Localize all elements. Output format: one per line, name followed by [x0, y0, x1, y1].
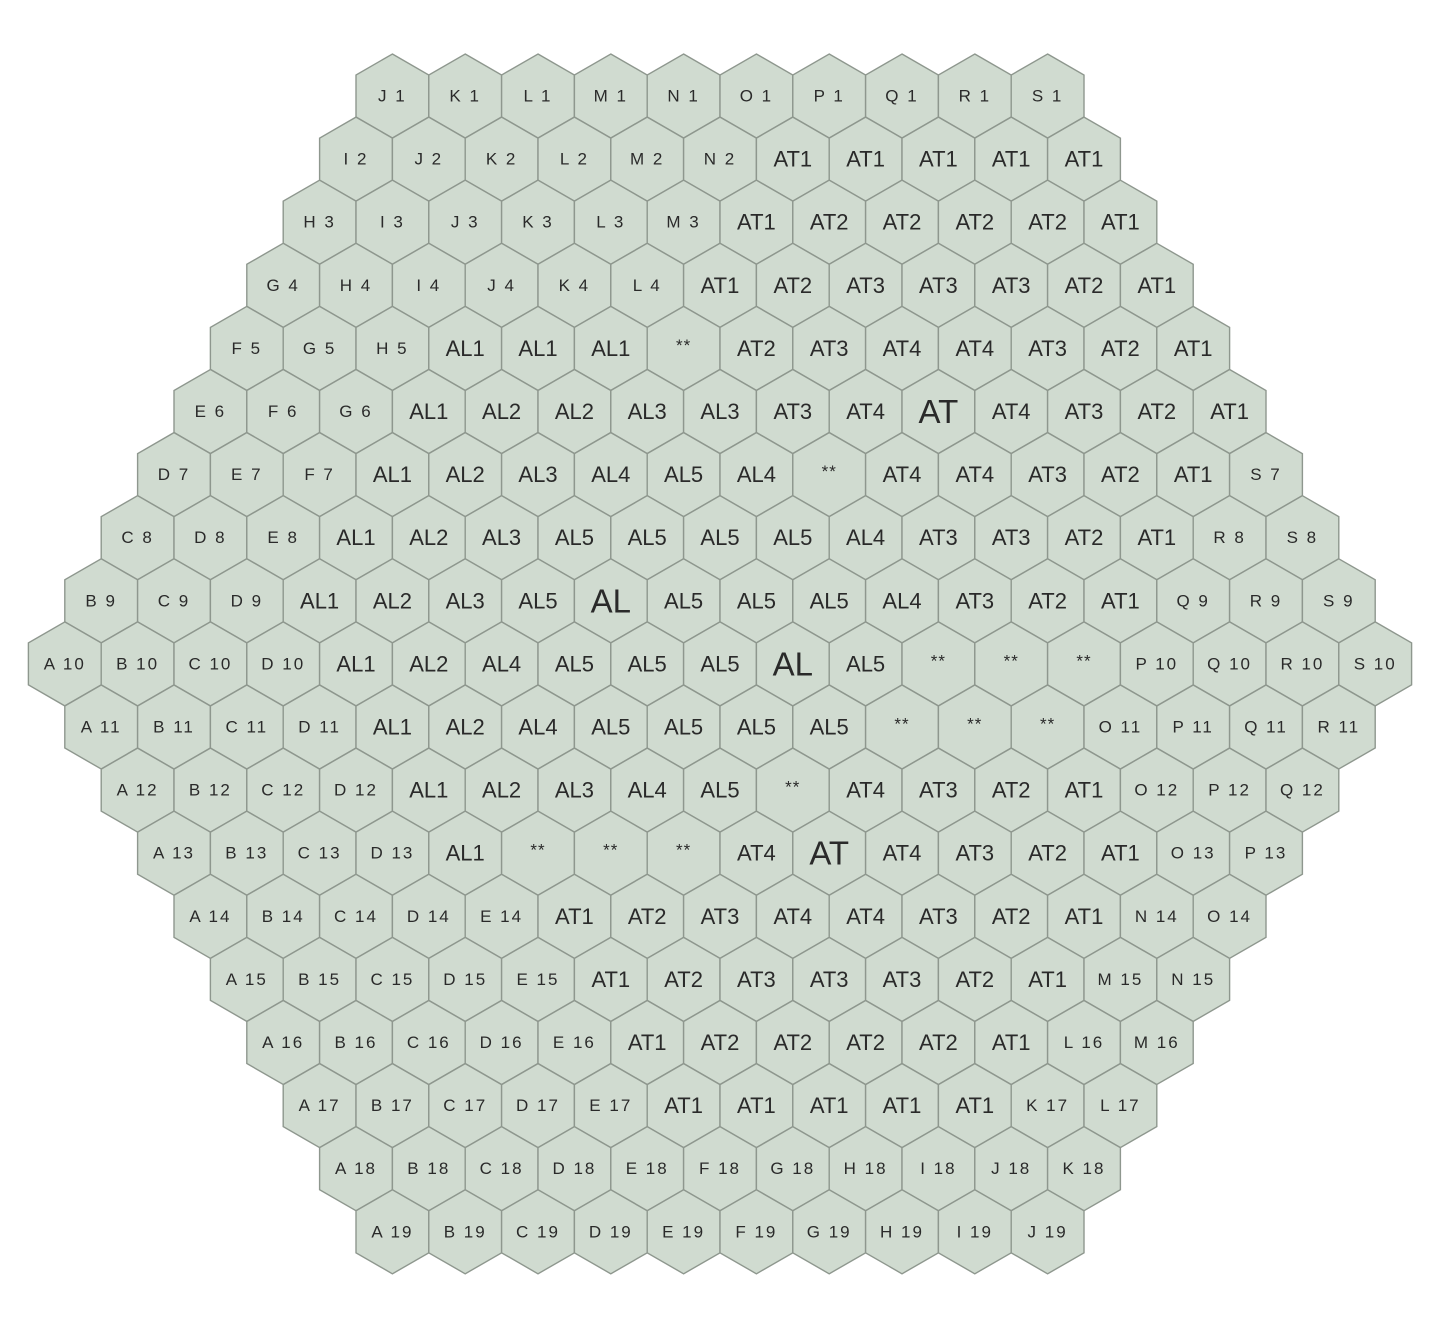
hex-shape: [1010, 1188, 1085, 1275]
